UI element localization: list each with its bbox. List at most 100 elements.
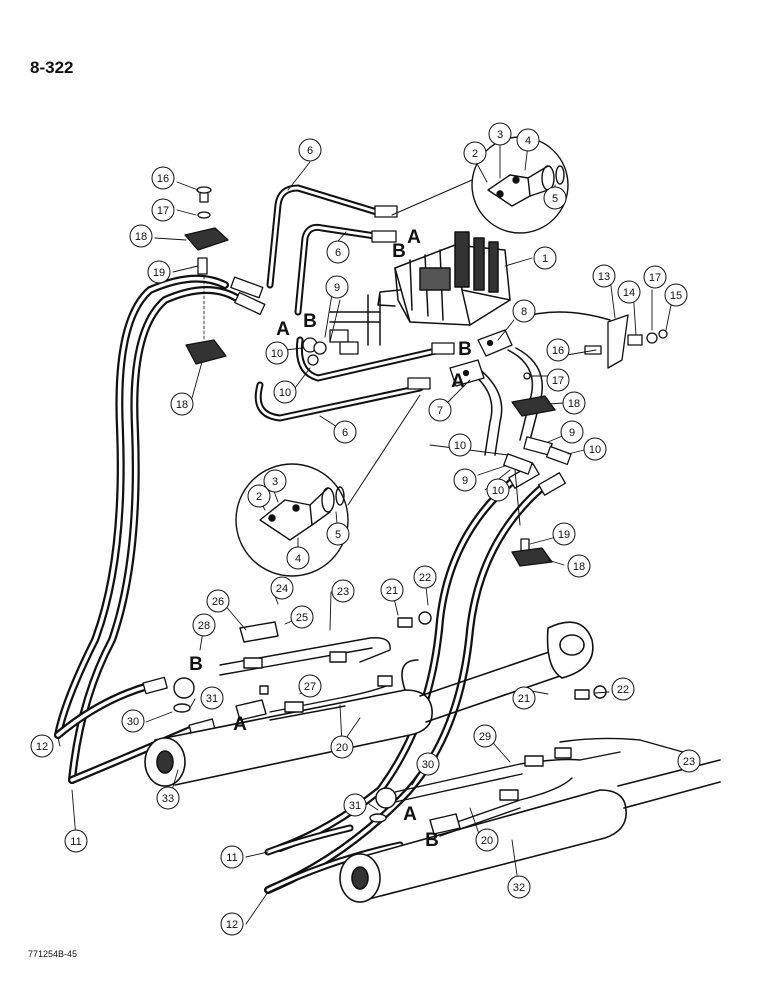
callout-22: 22 [413,565,437,589]
callout-circle [298,138,322,162]
callout-5: 5 [326,522,350,546]
callout-7: 7 [428,398,452,422]
callout-label: 17 [649,272,661,284]
callout-12: 12 [220,912,244,936]
callout-label: 25 [296,612,308,624]
port-label-a: A [276,319,290,340]
callout-label: 20 [336,742,348,754]
callout-circle [170,392,194,416]
callout-label: 9 [569,427,575,439]
callout-circle [326,240,350,264]
callout-25: 25 [290,605,314,629]
control-valve [377,231,511,326]
callout-18: 18 [170,392,194,416]
callout-label: 31 [349,800,361,812]
callout-31: 31 [200,686,224,710]
callout-circle [247,484,271,508]
callout-circle [546,368,570,392]
callout-17: 17 [643,265,667,289]
callout-circle [567,554,591,578]
callout-circle [416,752,440,776]
callout-circle [473,724,497,748]
callout-32: 32 [507,875,531,899]
port-label-b: B [303,311,317,332]
callout-circle [286,546,310,570]
callout-circle [147,260,171,284]
callout-label: 24 [276,583,288,595]
callout-circle [192,613,216,637]
callout-13: 13 [592,264,616,288]
callout-label: 16 [552,345,564,357]
callout-23: 23 [331,579,355,603]
callout-label: 5 [552,193,558,205]
callout-label: 4 [295,553,301,565]
callout-label: 10 [589,444,601,456]
callout-circle [611,677,635,701]
callout-circle [428,398,452,422]
callout-2: 2 [463,141,487,165]
callout-label: 17 [552,375,564,387]
callout-circle [343,793,367,817]
callout-9: 9 [560,420,584,444]
callout-label: 12 [36,741,48,753]
callout-label: 5 [335,529,341,541]
callout-label: 14 [623,287,635,299]
callout-circle [273,380,297,404]
callout-circle [543,186,567,210]
flange-plates [449,329,513,387]
callout-label: 30 [127,716,139,728]
callout-label: 23 [337,586,349,598]
callout-circle [220,845,244,869]
callout-3: 3 [488,122,512,146]
hoses-11-12-right [264,463,567,894]
callout-30: 30 [121,709,145,733]
callout-circle [677,749,701,773]
detail-circle-upper [391,136,569,234]
callout-circle [512,686,536,710]
tube-7 [329,294,611,456]
callout-10: 10 [448,433,472,457]
callout-label: 9 [462,475,468,487]
callout-label: 30 [422,759,434,771]
hoses-11-12-left [54,274,266,784]
callout-circle [151,166,175,190]
callout-label: 18 [176,399,188,411]
callout-circle [664,283,688,307]
callout-label: 9 [334,282,340,294]
callout-circle [290,605,314,629]
callout-15: 15 [664,283,688,307]
callout-label: 21 [518,693,530,705]
callout-circle [200,686,224,710]
callout-27: 27 [298,674,322,698]
callout-19: 19 [552,522,576,546]
callout-circle [325,275,349,299]
callout-circle [151,198,175,222]
callout-circle [298,674,322,698]
callout-circle [331,579,355,603]
callout-22: 22 [611,677,635,701]
port-label-b: B [458,339,472,360]
hose-6-lower [254,336,455,422]
callout-9: 9 [325,275,349,299]
figure-code: 771254B-45 [28,949,78,959]
callout-label: 26 [212,596,224,608]
callout-label: 18 [135,231,147,243]
callout-circle [448,433,472,457]
port-label-b: B [392,241,406,262]
callout-circle [512,299,536,323]
callout-circle [380,578,404,602]
callout-circle [326,522,350,546]
callout-circle [533,246,557,270]
callout-label: 2 [472,148,478,160]
clamp-stack-right [511,314,668,567]
callout-label: 11 [70,836,81,848]
callout-12: 12 [30,734,54,758]
callout-circle [546,338,570,362]
callout-label: 3 [272,476,278,488]
callout-label: 4 [525,135,531,147]
callout-24: 24 [270,576,294,600]
callout-label: 29 [479,731,491,743]
callout-6: 6 [333,420,357,444]
